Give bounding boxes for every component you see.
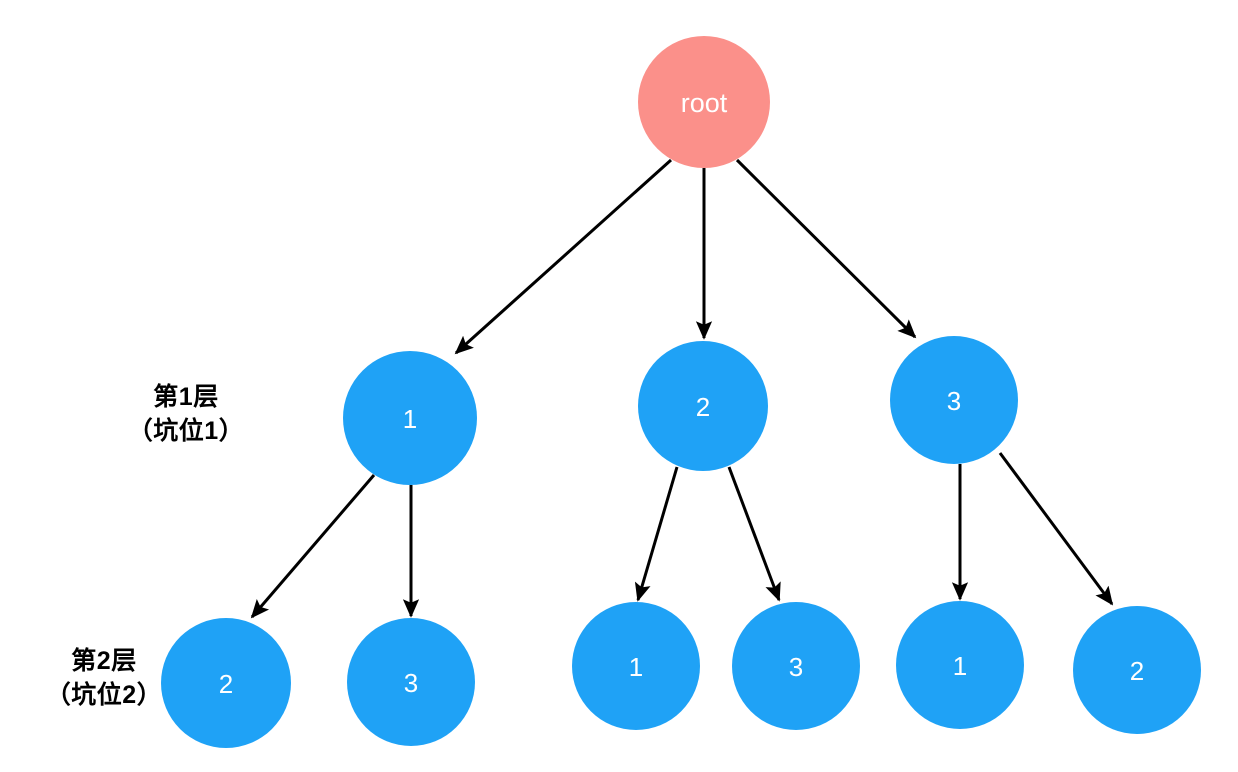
edge-l1_b-to-l2_d (727, 466, 781, 602)
node-l1_a[interactable]: 1 (343, 351, 477, 485)
node-root[interactable]: root (638, 36, 770, 168)
layer-label-1-line2: （坑位1） (127, 416, 245, 445)
node-label-l2_d: 3 (789, 652, 803, 682)
node-label-l2_e: 1 (953, 651, 967, 681)
node-circle-l2_e[interactable] (896, 601, 1024, 729)
node-circle-l1_b[interactable] (638, 341, 768, 471)
node-l2_f[interactable]: 2 (1073, 606, 1201, 734)
node-circle-l1_c[interactable] (890, 336, 1018, 464)
edge-l1_a-to-l2_a (250, 474, 376, 619)
node-label-l1_b: 2 (696, 392, 710, 422)
node-circle-l2_c[interactable] (572, 602, 700, 730)
node-circle-l2_a[interactable] (161, 618, 291, 748)
edges-group (250, 158, 1114, 619)
node-circle-l2_b[interactable] (347, 618, 475, 746)
layer-label-2: 第2层 （坑位2） (24, 645, 184, 713)
node-circle-l2_f[interactable] (1073, 606, 1201, 734)
node-l2_c[interactable]: 1 (572, 602, 700, 730)
node-label-root: root (681, 88, 728, 118)
layer-label-1: 第1层 （坑位1） (96, 381, 276, 449)
edge-l1_b-to-l2_c (634, 466, 679, 602)
layer-label-2-line2: （坑位2） (45, 680, 163, 709)
layer-label-1-line1: 第1层 (153, 383, 219, 411)
node-l2_a[interactable]: 2 (161, 618, 291, 748)
node-label-l2_c: 1 (629, 652, 643, 682)
node-label-l1_a: 1 (403, 404, 417, 434)
node-label-l2_a: 2 (219, 669, 233, 699)
node-l1_b[interactable]: 2 (638, 341, 768, 471)
node-label-l1_c: 3 (947, 386, 961, 416)
layer-label-2-line1: 第2层 (71, 647, 137, 675)
edge-root-to-l1_c (735, 158, 917, 339)
node-circle-l1_a[interactable] (343, 351, 477, 485)
nodes-group: root 1 2 3 2 3 1 3 1 2 (161, 36, 1201, 748)
node-l2_d[interactable]: 3 (732, 602, 860, 730)
node-circle-l2_d[interactable] (732, 602, 860, 730)
node-l2_b[interactable]: 3 (347, 618, 475, 746)
node-label-l2_b: 3 (404, 668, 418, 698)
node-circle-root[interactable] (638, 36, 770, 168)
edge-root-to-l1_a (454, 158, 673, 355)
node-l1_c[interactable]: 3 (890, 336, 1018, 464)
node-label-l2_f: 2 (1130, 656, 1144, 686)
node-l2_e[interactable]: 1 (896, 601, 1024, 729)
edge-l1_c-to-l2_f (998, 452, 1114, 606)
